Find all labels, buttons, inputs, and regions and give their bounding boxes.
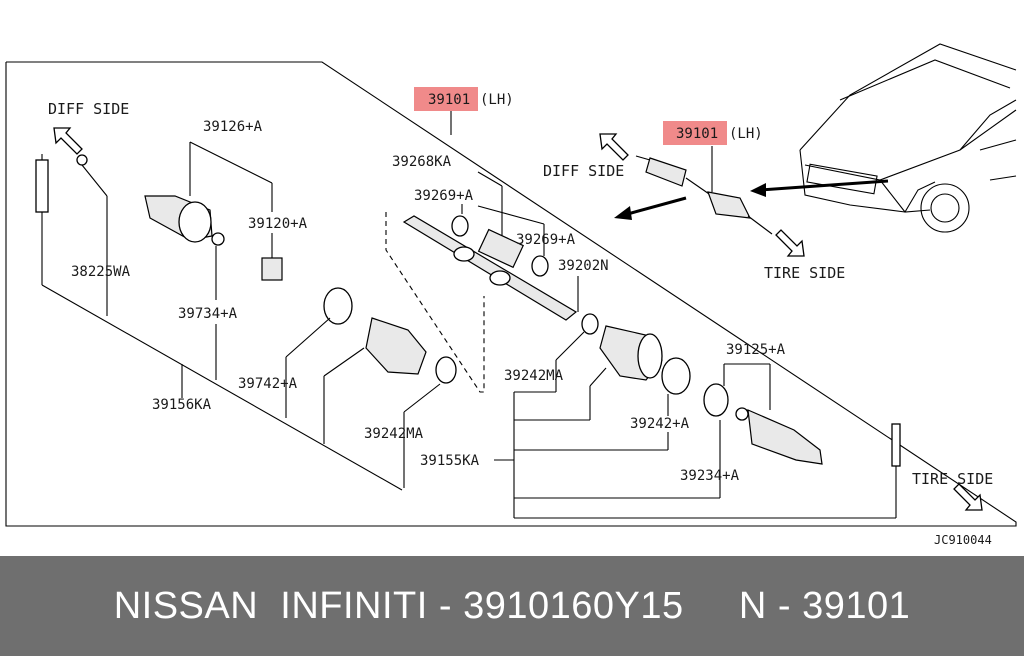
parts-diagram: 39101 (LH) 39101 (LH) DIFF SIDE DIFF SID… <box>5 43 1017 547</box>
part-39125 <box>703 363 823 465</box>
label-39269-b[interactable]: 39269+A <box>516 232 576 248</box>
shaft-group-outline <box>385 212 485 393</box>
leader-39155 <box>494 391 897 519</box>
inset-part-highlight <box>663 121 727 145</box>
part-39126 <box>144 195 213 243</box>
label-38225[interactable]: 38225WA <box>71 264 131 280</box>
label-39242ma-mid[interactable]: 39242MA <box>504 368 564 384</box>
label-39125[interactable]: 39125+A <box>726 342 786 358</box>
inset-diff-side-label: DIFF SIDE <box>543 162 624 180</box>
tire-side-arrow-icon <box>953 483 983 511</box>
label-39202[interactable]: 39202N <box>558 258 609 274</box>
part-39242 <box>661 357 691 416</box>
part-39734 <box>211 232 225 300</box>
footer-title: NISSAN INFINITI - 3910160Y15 N - 39101 <box>113 585 911 627</box>
diagram-frame <box>5 61 1017 527</box>
part-39234 <box>719 407 749 498</box>
main-part-number[interactable]: 39101 <box>428 92 470 108</box>
label-39155[interactable]: 39155KA <box>420 453 480 469</box>
label-39126[interactable]: 39126+A <box>203 119 263 135</box>
part-39242ma-mid <box>555 313 599 392</box>
inset-tire-side-label: TIRE SIDE <box>764 264 845 282</box>
part-stopper-right <box>891 423 901 467</box>
part-39242ma-left <box>403 356 457 488</box>
label-39734[interactable]: 39734+A <box>178 306 238 322</box>
label-39268[interactable]: 39268KA <box>392 154 452 170</box>
part-boot-left <box>323 317 427 444</box>
label-39242[interactable]: 39242+A <box>630 416 690 432</box>
label-39242ma-left[interactable]: 39242MA <box>364 426 424 442</box>
diff-side-label: DIFF SIDE <box>48 100 129 118</box>
part-shaft <box>402 215 578 321</box>
label-39742[interactable]: 39742+A <box>238 376 298 392</box>
part-39268 <box>477 171 524 269</box>
part-39742 <box>285 287 353 418</box>
part-38225wa <box>35 154 108 316</box>
part-39120 <box>261 233 283 281</box>
label-39269-a[interactable]: 39269+A <box>414 188 474 204</box>
inset-drive-shaft <box>635 155 773 235</box>
label-39156[interactable]: 39156KA <box>152 397 212 413</box>
diagram-code: JC910044 <box>934 533 992 547</box>
part-boot-right <box>589 325 663 420</box>
inset-part-number[interactable]: 39101 <box>676 126 718 142</box>
inset-tire-arrow-icon <box>775 229 805 257</box>
inset-pointer-arrow-icon <box>614 179 889 220</box>
diff-side-arrow-icon <box>53 127 83 155</box>
main-part-suffix: (LH) <box>480 92 514 108</box>
tire-side-label: TIRE SIDE <box>912 470 993 488</box>
label-39234[interactable]: 39234+A <box>680 468 740 484</box>
label-39120[interactable]: 39120+A <box>248 216 308 232</box>
inset-part-suffix: (LH) <box>729 126 763 142</box>
footer-bar: NISSAN INFINITI - 3910160Y15 N - 39101 <box>0 556 1024 656</box>
inset-diff-arrow-icon <box>599 133 629 161</box>
part-39269-b <box>531 224 549 277</box>
main-part-highlight <box>414 87 478 111</box>
part-39269-a <box>451 204 469 237</box>
car-illustration <box>799 43 1017 233</box>
